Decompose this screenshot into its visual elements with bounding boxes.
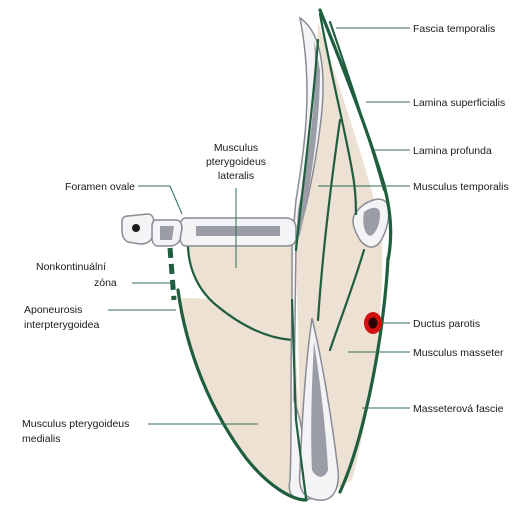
label-fascia-temporalis: Fascia temporalis <box>413 23 495 35</box>
label-pterygoideus-medialis-2: medialis <box>22 433 61 445</box>
label-aponeurosis-2: interpterygoidea <box>24 319 99 331</box>
aponeurosis-interpterygoidea-line <box>170 248 174 300</box>
label-aponeurosis-1: Aponeurosis <box>24 304 82 316</box>
label-masseterova-fascie: Masseterová fascie <box>413 403 504 415</box>
label-nonkontinualni-zona-1: Nonkontinuální <box>36 261 106 273</box>
label-pterygoideus-lateralis-3: lateralis <box>218 170 254 182</box>
left-bone-2-shadow <box>160 226 174 240</box>
label-pterygoideus-lateralis-1: Musculus <box>214 142 258 154</box>
left-bone-1-hole <box>132 224 140 232</box>
label-pterygoideus-medialis-1: Musculus pterygoideus <box>22 418 129 430</box>
label-ductus-parotis: Ductus parotis <box>413 318 480 330</box>
label-nonkontinualni-zona-2: zóna <box>94 277 117 289</box>
label-musculus-masseter: Musculus masseter <box>413 347 504 359</box>
label-foramen-ovale: Foramen ovale <box>65 181 135 193</box>
leader-foramen-ovale-d <box>170 186 182 214</box>
label-lamina-superficialis: Lamina superficialis <box>413 97 505 109</box>
skull-base-shadow <box>196 226 280 236</box>
label-pterygoideus-lateralis-2: pterygoideus <box>206 156 266 168</box>
label-lamina-profunda: Lamina profunda <box>413 145 492 157</box>
anatomy-drawing <box>122 10 391 500</box>
ductus-parotis-marker <box>364 312 382 334</box>
label-musculus-temporalis: Musculus temporalis <box>413 181 509 193</box>
